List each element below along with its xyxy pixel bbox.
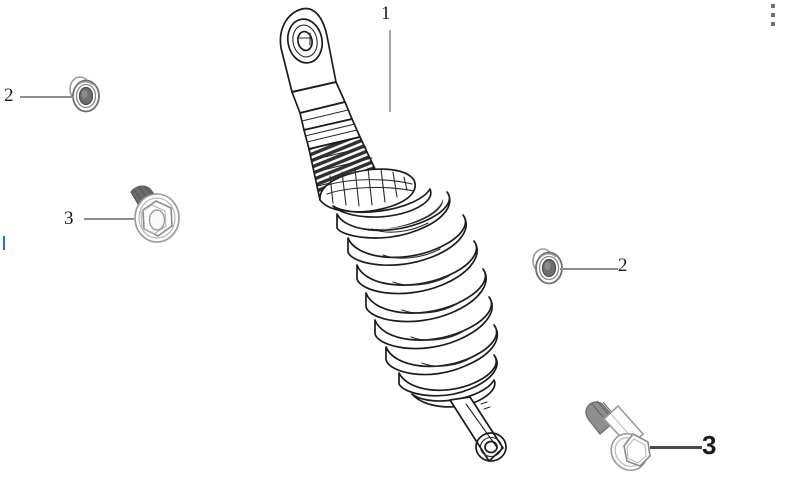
leader-line-2b [560, 268, 618, 270]
callout-label-3b: 3 [702, 430, 717, 460]
callout-label-2a: 2 [4, 85, 14, 106]
bushing-collar-upper [69, 76, 100, 113]
lower-mount-and-rod [449, 396, 507, 462]
leader-line-2a [20, 96, 74, 98]
kebab-dot-3 [771, 22, 775, 26]
kebab-dot-2 [771, 13, 775, 17]
leader-line-3b [650, 446, 702, 449]
text-caret [3, 236, 5, 250]
flange-bolt-lower [585, 400, 651, 472]
coil-spring [336, 191, 499, 408]
damper-body [299, 101, 361, 150]
leader-line-1 [389, 30, 391, 112]
callout-label-3a: 3 [64, 208, 74, 229]
bushing-collar-lower [532, 248, 563, 285]
flange-bolt-upper [130, 185, 180, 243]
adjuster-ring [319, 167, 432, 218]
callout-label-1: 1 [381, 3, 391, 24]
upper-mounting-eye [279, 7, 346, 114]
kebab-dot-1 [771, 4, 775, 8]
kebab-menu-icon[interactable] [767, 3, 779, 27]
callout-label-2b: 2 [618, 255, 628, 276]
leader-line-3a [84, 218, 134, 220]
